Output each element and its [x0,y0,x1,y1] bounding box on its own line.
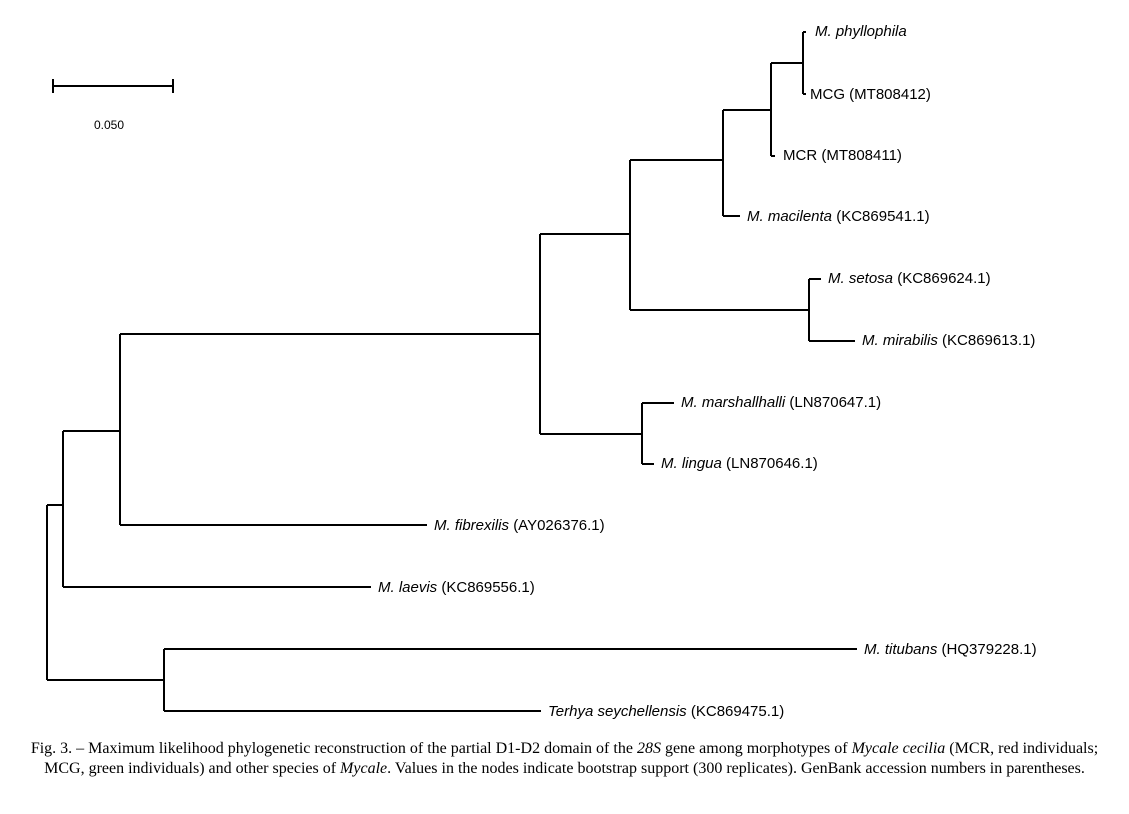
taxon-label-mirabilis: M. mirabilis (KC869613.1) [862,332,1035,349]
taxon-label-marshallhalli: M. marshallhalli (LN870647.1) [681,394,881,411]
scale-bar: 0.050 [52,79,174,132]
phylogenetic-tree: 0.050 [46,23,1037,720]
scale-bar-label: 0.050 [94,118,124,132]
caption-text-2: gene among morphotypes of [660,740,852,757]
caption-text-3: (MCR, red individuals; MCG, green indivi… [44,740,1099,777]
figure-caption: Fig. 3. – Maximum likelihood phylogeneti… [10,739,1119,779]
caption-genus: Mycale [340,760,388,777]
taxon-label-lingua: M. lingua (LN870646.1) [661,455,818,472]
caption-text-1: Fig. 3. – Maximum likelihood phylogeneti… [30,740,637,757]
taxon-label-terhya: Terhya seychellensis (KC869475.1) [548,703,784,720]
taxon-label-titubans: M. titubans (HQ379228.1) [864,641,1037,658]
taxon-label-macilenta: M. macilenta (KC869541.1) [747,208,930,225]
taxon-label-laevis: M. laevis (KC869556.1) [378,579,535,596]
taxon-label-phyllophila: M. phyllophila [815,23,907,40]
taxon-label-mcg: MCG (MT808412) [810,86,931,103]
caption-text-4: . Values in the nodes indicate bootstrap… [387,760,1085,777]
taxon-label-mcr: MCR (MT808411) [783,147,902,164]
branches [46,31,857,712]
taxon-label-fibrexilis: M. fibrexilis (AY026376.1) [434,517,605,534]
taxon-labels: M. phyllophila MCG (MT808412) MCR (MT808… [378,23,1037,720]
taxon-label-setosa: M. setosa (KC869624.1) [828,270,991,287]
caption-gene: 28S [636,740,661,757]
caption-species: Mycale cecilia [851,740,946,757]
